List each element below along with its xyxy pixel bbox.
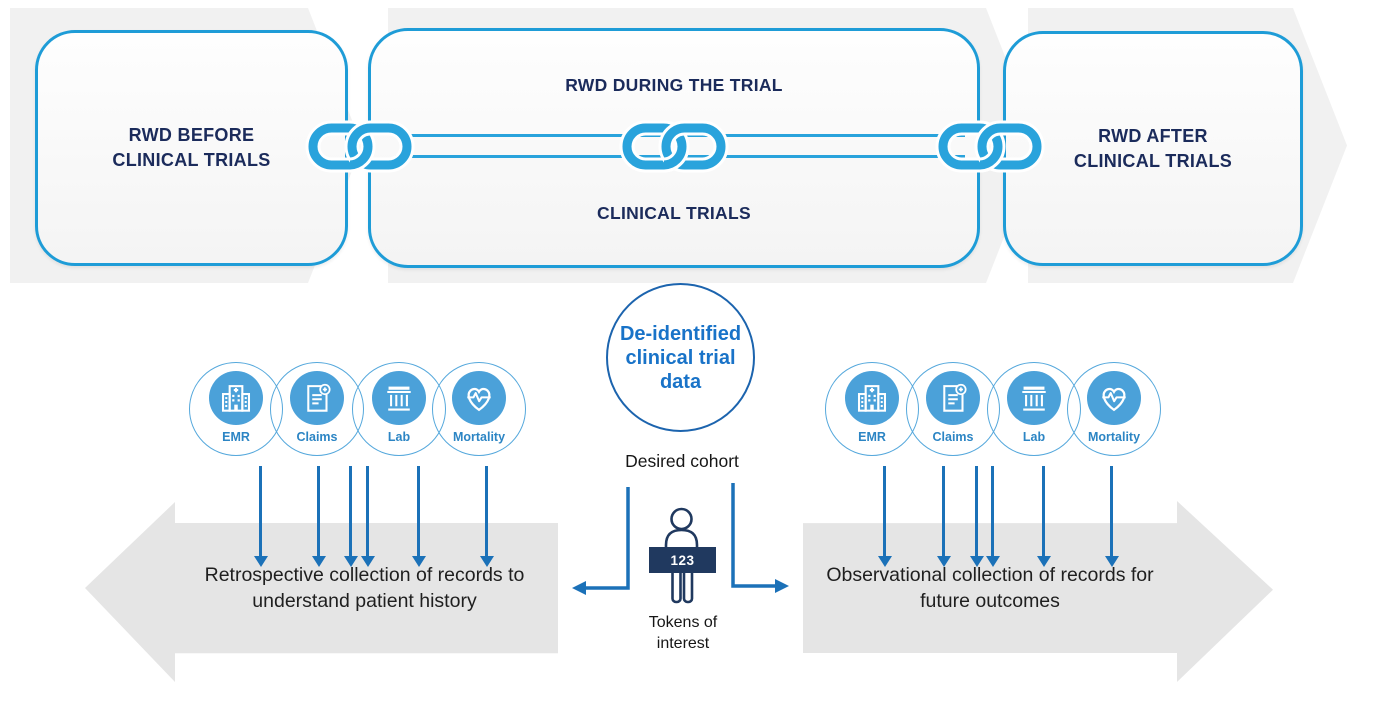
lab-building-icon: [372, 371, 426, 425]
source-circle-lab-right: Lab: [987, 362, 1081, 456]
tokens-line1: Tokens of: [648, 614, 718, 631]
tokens-line2: interest: [656, 635, 710, 652]
desired-cohort-label: Desired cohort: [625, 451, 739, 471]
source-circle-mortality-right: Mortality: [1067, 362, 1161, 456]
down-arrow: [1104, 466, 1119, 567]
chain-link-icon: [305, 120, 415, 173]
down-arrow: [253, 466, 268, 567]
source-label-lab: Lab: [1022, 430, 1046, 444]
deidentified-data-circle: De-identified clinical trial data: [606, 283, 755, 432]
claims-document-icon: [290, 371, 344, 425]
rwd-after-box: RWD AFTER CLINICAL TRIALS: [1003, 31, 1303, 266]
retrospective-flow-text: Retrospective collection of records to u…: [175, 523, 554, 653]
tokens-of-interest-label: Tokens of interest: [608, 612, 758, 654]
down-arrow: [985, 466, 1000, 567]
source-circle-emr-left: EMR: [189, 362, 283, 456]
hospital-icon: [209, 371, 263, 425]
heart-pulse-icon: [452, 371, 506, 425]
token-badge-value: 123: [670, 552, 695, 568]
deid-line3: data: [659, 370, 702, 393]
source-circle-claims-right: Claims: [906, 362, 1000, 456]
source-circle-lab-left: Lab: [352, 362, 446, 456]
hospital-icon: [845, 371, 899, 425]
down-arrow: [311, 466, 326, 567]
down-arrow: [411, 466, 426, 567]
down-arrow: [479, 466, 494, 567]
deidentified-data-label: De-identified clinical trial data: [620, 322, 741, 394]
rwd-before-title: RWD BEFORE CLINICAL TRIALS: [112, 123, 270, 173]
down-arrow: [936, 466, 951, 567]
source-label-mortality: Mortality: [452, 430, 506, 444]
retrospective-flow-arrow: Retrospective collection of records to u…: [85, 502, 558, 682]
chain-link-icon: [935, 120, 1045, 173]
observational-flow-arrow: Observational collection of records for …: [803, 501, 1273, 682]
deid-line1: De-identified: [619, 322, 742, 345]
rwd-during-title: RWD DURING THE TRIAL: [565, 75, 783, 95]
cohort-split-arrows: [572, 483, 789, 595]
chain-link-icon: [619, 120, 729, 173]
rwd-before-box: RWD BEFORE CLINICAL TRIALS: [35, 30, 348, 266]
source-label-claims: Claims: [296, 430, 338, 444]
rwd-after-line1: RWD AFTER: [1098, 125, 1208, 146]
source-label-claims: Claims: [932, 430, 974, 444]
down-arrow: [877, 466, 892, 567]
source-label-emr: EMR: [222, 430, 250, 444]
source-label-lab: Lab: [387, 430, 411, 444]
source-circle-claims-left: Claims: [270, 362, 364, 456]
claims-document-icon: [926, 371, 980, 425]
down-arrow: [1036, 466, 1051, 567]
token-badge: 123: [649, 547, 716, 573]
rwd-before-line2: CLINICAL TRIALS: [112, 150, 271, 170]
clinical-trials-title: CLINICAL TRIALS: [597, 203, 751, 223]
down-arrow: [343, 466, 358, 567]
rwd-before-line1: RWD BEFORE: [128, 125, 255, 145]
observational-flow-label: Observational collection of records for …: [826, 563, 1154, 612]
deid-line2: clinical trial: [625, 346, 736, 369]
down-arrow: [969, 466, 984, 567]
source-label-mortality: Mortality: [1087, 430, 1141, 444]
source-circle-emr-right: EMR: [825, 362, 919, 456]
rwd-after-title: RWD AFTER CLINICAL TRIALS: [1074, 124, 1232, 174]
retrospective-flow-label: Retrospective collection of records to u…: [204, 563, 525, 612]
lab-building-icon: [1007, 371, 1061, 425]
heart-pulse-icon: [1087, 371, 1141, 425]
source-circle-mortality-left: Mortality: [432, 362, 526, 456]
observational-flow-text: Observational collection of records for …: [803, 523, 1177, 653]
down-arrow: [360, 466, 375, 567]
rwd-after-line2: CLINICAL TRIALS: [1073, 150, 1233, 171]
source-label-emr: EMR: [858, 430, 886, 444]
